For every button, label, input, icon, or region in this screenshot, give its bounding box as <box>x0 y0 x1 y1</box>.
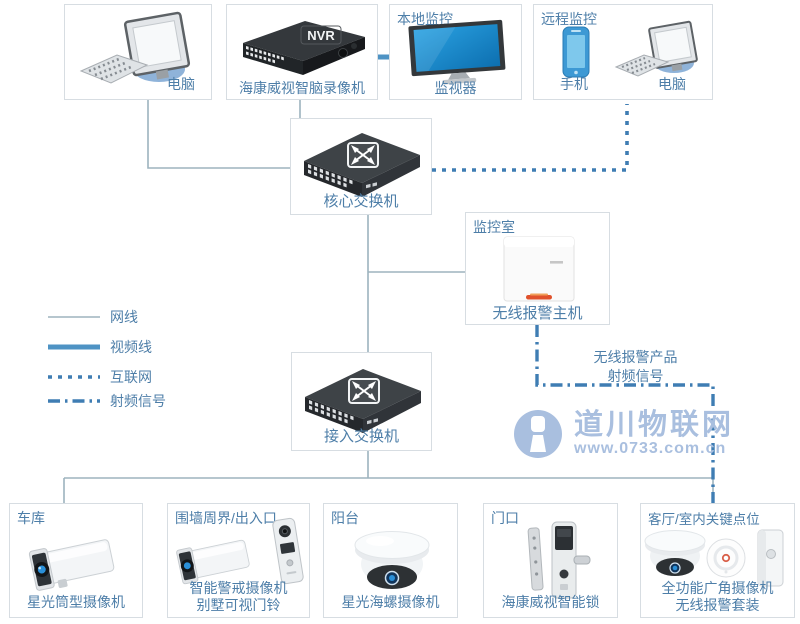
legend-network-cable: 网线 <box>46 306 166 328</box>
garage-device-label: 星光筒型摄像机 <box>27 594 125 610</box>
rf-signal-line-sample <box>48 399 100 403</box>
balcony-title: 阳台 <box>331 510 359 526</box>
door-device-label: 海康威视智能锁 <box>501 594 600 610</box>
monitor-room-title: 监控室 <box>473 219 515 235</box>
rf-note-line1: 无线报警产品 <box>593 349 678 365</box>
video-cable-line-sample <box>48 344 100 350</box>
perimeter-device-labels: 智能警戒摄像机 别墅可视门铃 <box>168 580 309 614</box>
legend-label: 互联网 <box>110 369 152 385</box>
garage-title: 车库 <box>17 510 45 526</box>
legend-label: 射频信号 <box>110 393 166 409</box>
desktop-computer-icon <box>614 20 698 77</box>
garage-box: 车库 星光筒型摄像机 <box>9 503 143 618</box>
pc-box: 电脑 <box>64 4 212 100</box>
balcony-box: 阳台 星光海螺摄像机 <box>323 503 458 618</box>
livingroom-camera-label: 全功能广角摄像机 <box>661 580 774 596</box>
round-detector-icon <box>706 538 746 578</box>
local-monitoring-title: 本地监控 <box>397 11 453 27</box>
legend-label: 视频线 <box>110 339 152 355</box>
monitor-label: 监视器 <box>434 80 477 96</box>
door-title: 门口 <box>491 510 519 526</box>
desktop-computer-icon <box>79 11 191 84</box>
legend-internet: 互联网 <box>46 366 166 388</box>
livingroom-device-labels: 全功能广角摄像机 无线报警套装 <box>641 580 794 614</box>
perimeter-camera-label: 智能警戒摄像机 <box>189 580 288 596</box>
watermark-url: www.0733.com.cn <box>574 440 727 457</box>
watermark-name: 道川物联网 <box>574 409 735 441</box>
perimeter-title: 围墙周界/出入口 <box>175 510 277 526</box>
door-box: 门口 海康威视智能锁 <box>483 503 618 618</box>
livingroom-kit-label: 无线报警套装 <box>675 597 760 613</box>
phone-label: 手机 <box>560 76 588 92</box>
livingroom-box: 客厅/室内关键点位 全功能广角摄像机 <box>640 503 795 618</box>
smart-lock-icon <box>527 521 591 599</box>
nvr-device-text: NVR <box>307 28 335 43</box>
legend: 网线 视频线 互联网 射频信号 <box>46 306 166 420</box>
net-line-pc-to-core <box>147 100 290 169</box>
network-switch-icon <box>305 369 421 433</box>
phone-icon <box>562 26 590 78</box>
monitor-icon <box>408 19 506 85</box>
core-switch-box: 核心交换机 <box>290 118 432 215</box>
remote-fob-icon <box>757 529 784 587</box>
network-switch-icon <box>304 133 420 197</box>
nvr-recorder-icon: NVR <box>243 21 365 75</box>
wireless-alarm-host-icon <box>503 236 575 302</box>
rf-line-alarmhost-to-kit <box>535 325 715 503</box>
perimeter-box: 围墙周界/出入口 智能警戒摄像机 别墅可视门铃 <box>167 503 310 618</box>
nvr-box: NVR 海康威视智脑录像机 <box>226 4 378 100</box>
core-switch-label: 核心交换机 <box>323 193 399 210</box>
remote-monitoring-title: 远程监控 <box>541 11 597 27</box>
access-switch-box: 接入交换机 <box>291 352 432 451</box>
internet-line-sample <box>48 375 100 379</box>
rf-note-line2: 射频信号 <box>607 368 664 384</box>
bullet-camera-icon <box>176 539 250 585</box>
remote-monitoring-box: 远程监控 手机 电脑 <box>533 4 713 100</box>
access-switch-label: 接入交换机 <box>323 428 399 445</box>
video-doorbell-icon <box>272 517 304 585</box>
monitor-room-box: 监控室 无线报警主机 <box>465 212 610 325</box>
bullet-camera-icon <box>28 539 115 591</box>
rf-note: 无线报警产品 射频信号 <box>568 348 703 386</box>
alarm-kit-icon <box>644 529 784 587</box>
nvr-label: 海康威视智脑录像机 <box>239 80 365 96</box>
balcony-device-label: 星光海螺摄像机 <box>341 594 440 610</box>
remote-pc-label: 电脑 <box>658 76 686 92</box>
livingroom-title: 客厅/室内关键点位 <box>648 512 760 527</box>
network-cable-line-sample <box>48 316 100 318</box>
wide-angle-camera-icon <box>644 530 706 576</box>
perimeter-doorbell-label: 别墅可视门铃 <box>196 597 281 613</box>
legend-rf-signal: 射频信号 <box>46 390 166 412</box>
legend-label: 网线 <box>110 309 138 325</box>
watermark-logo-icon <box>514 410 562 458</box>
legend-video-cable: 视频线 <box>46 336 166 358</box>
watermark: 道川物联网 www.0733.com.cn <box>512 408 734 460</box>
pc-label: 电脑 <box>167 76 195 92</box>
alarm-host-label: 无线报警主机 <box>492 305 583 322</box>
local-monitoring-box: 本地监控 监视器 <box>389 4 522 100</box>
internet-line-core-to-remote <box>432 104 629 172</box>
dome-camera-icon <box>354 531 430 589</box>
